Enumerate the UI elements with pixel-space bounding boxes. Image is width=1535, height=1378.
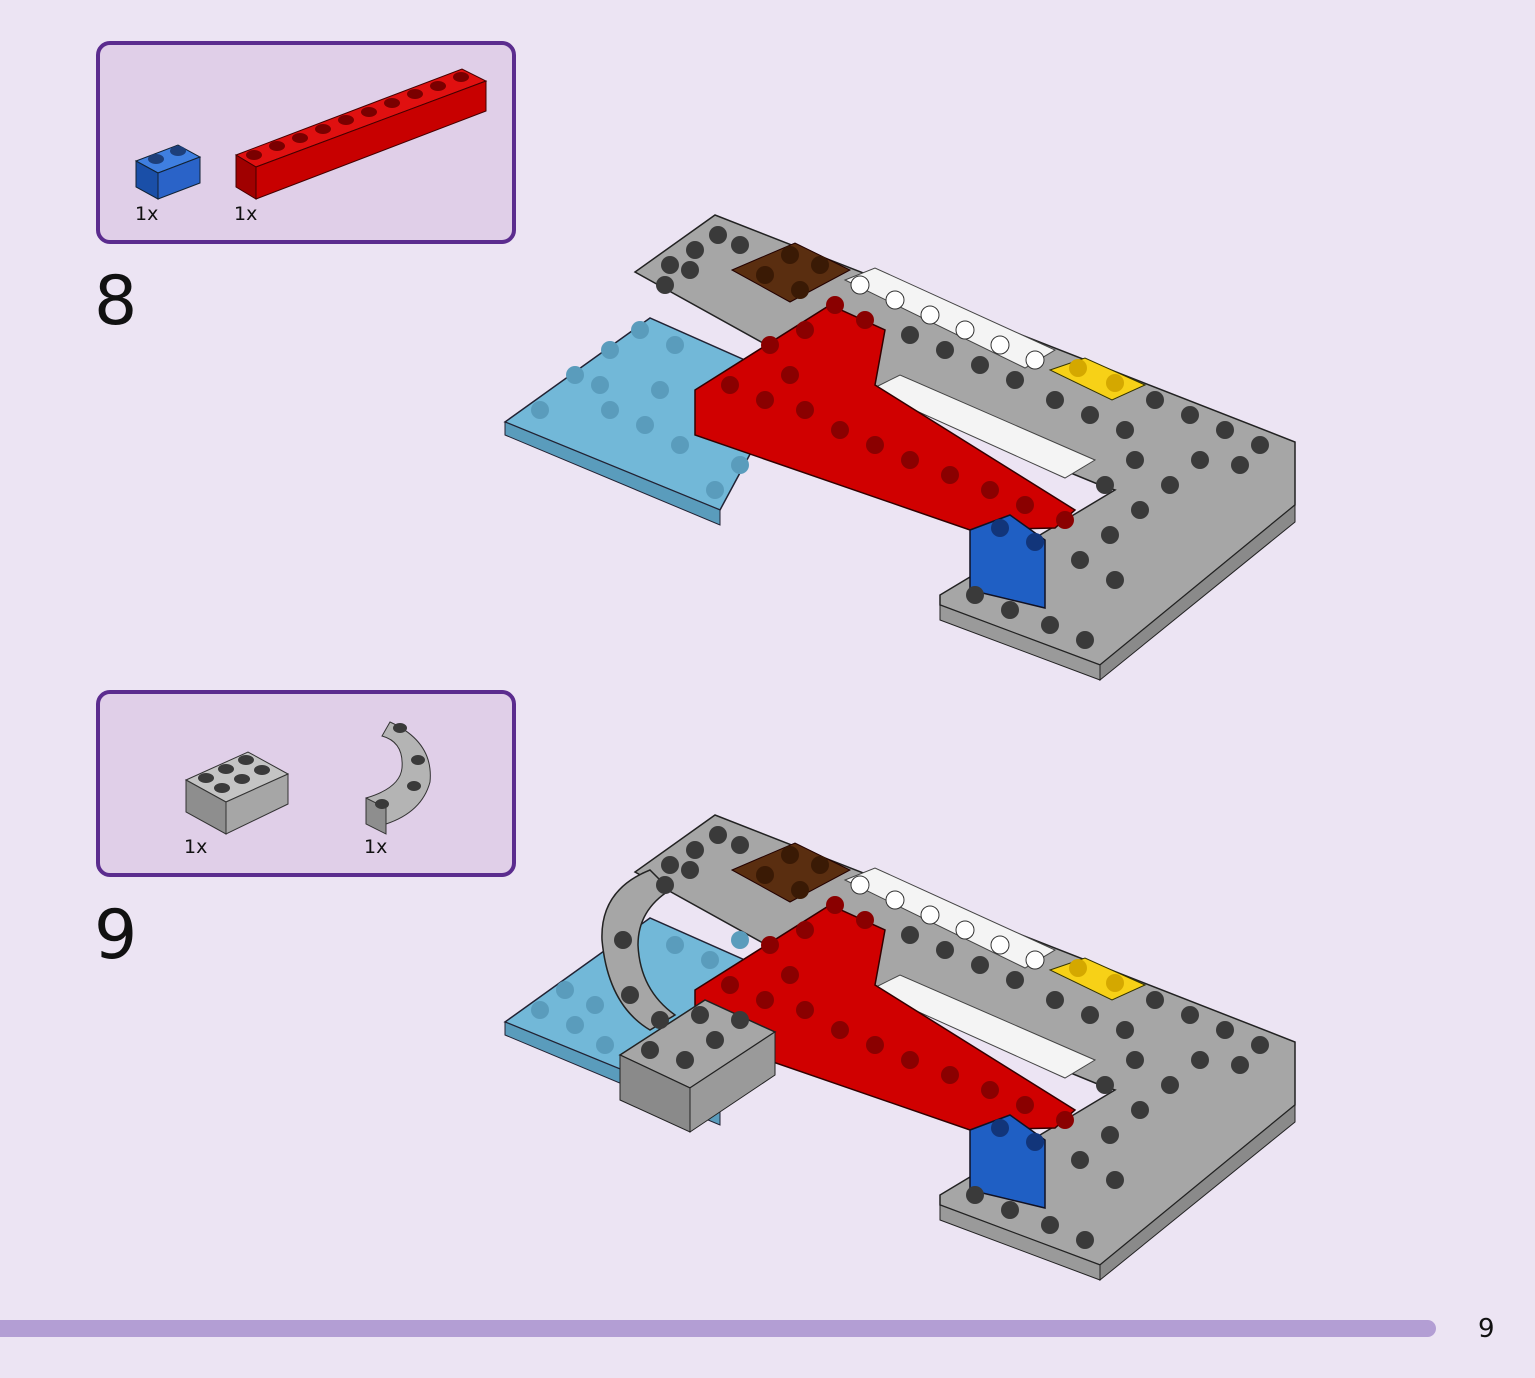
page-number: 9 (1478, 1314, 1495, 1344)
build-model-step-8 (503, 214, 1296, 682)
parts-callout-step-8: 1x 1x (96, 41, 516, 244)
footer-bar (0, 1320, 1436, 1337)
part-quantity: 1x (364, 836, 388, 858)
part-quantity: 1x (234, 203, 258, 225)
build-model-step-9 (503, 814, 1296, 1282)
step-number: 9 (94, 896, 138, 975)
part-quantity: 1x (184, 836, 208, 858)
blue-1x2-brick-icon (134, 144, 202, 200)
step-number: 8 (94, 262, 138, 341)
gray-curved-arch-icon (365, 721, 431, 835)
red-1x10-brick-icon (234, 68, 488, 200)
gray-2x3-brick-icon (184, 751, 290, 835)
parts-callout-step-9: 1x 1x (96, 690, 516, 877)
part-quantity: 1x (135, 203, 159, 225)
